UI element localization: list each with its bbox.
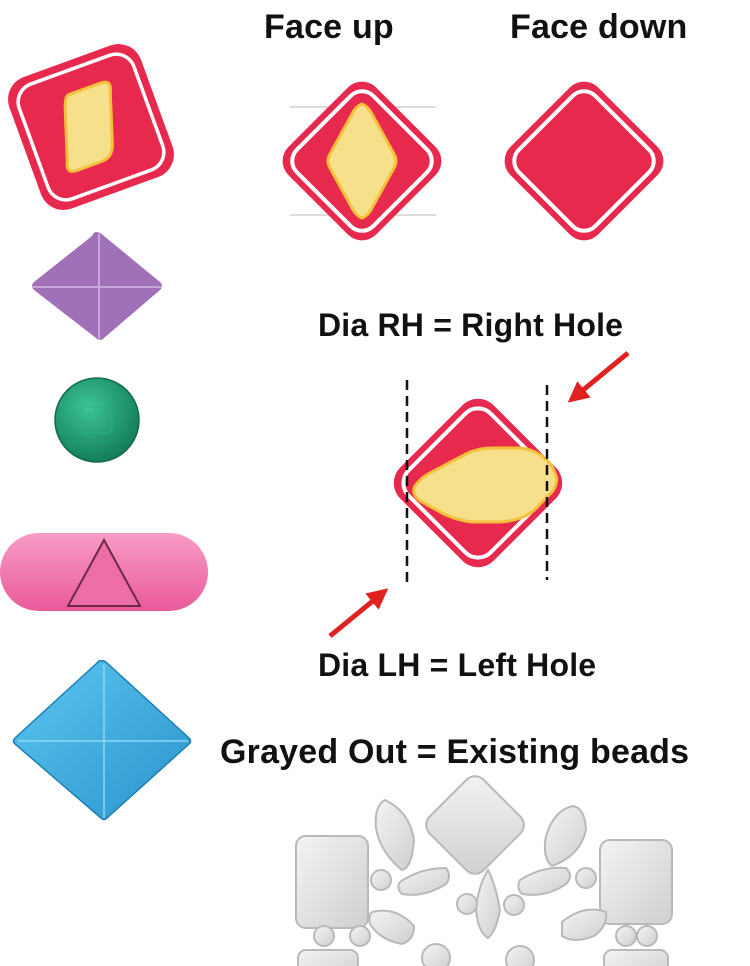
purple-bicone-bead xyxy=(32,232,162,340)
pink-triangle-tile xyxy=(0,533,208,611)
right-hole-label: Dia RH = Right Hole xyxy=(318,307,623,344)
blue-pyramid-bead xyxy=(14,661,191,820)
face-down-label: Face down xyxy=(510,8,688,47)
red-diamond-bead xyxy=(1,37,180,216)
green-round-bead xyxy=(55,378,139,462)
face-up-label: Face up xyxy=(264,8,394,47)
left-hole-arrow xyxy=(330,591,385,636)
existing-beads-cluster xyxy=(296,771,672,966)
grayed-out-label: Grayed Out = Existing beads xyxy=(220,733,689,772)
face-down-bead xyxy=(496,73,671,248)
left-hole-label: Dia LH = Left Hole xyxy=(318,647,596,684)
right-hole-arrow xyxy=(571,353,628,400)
